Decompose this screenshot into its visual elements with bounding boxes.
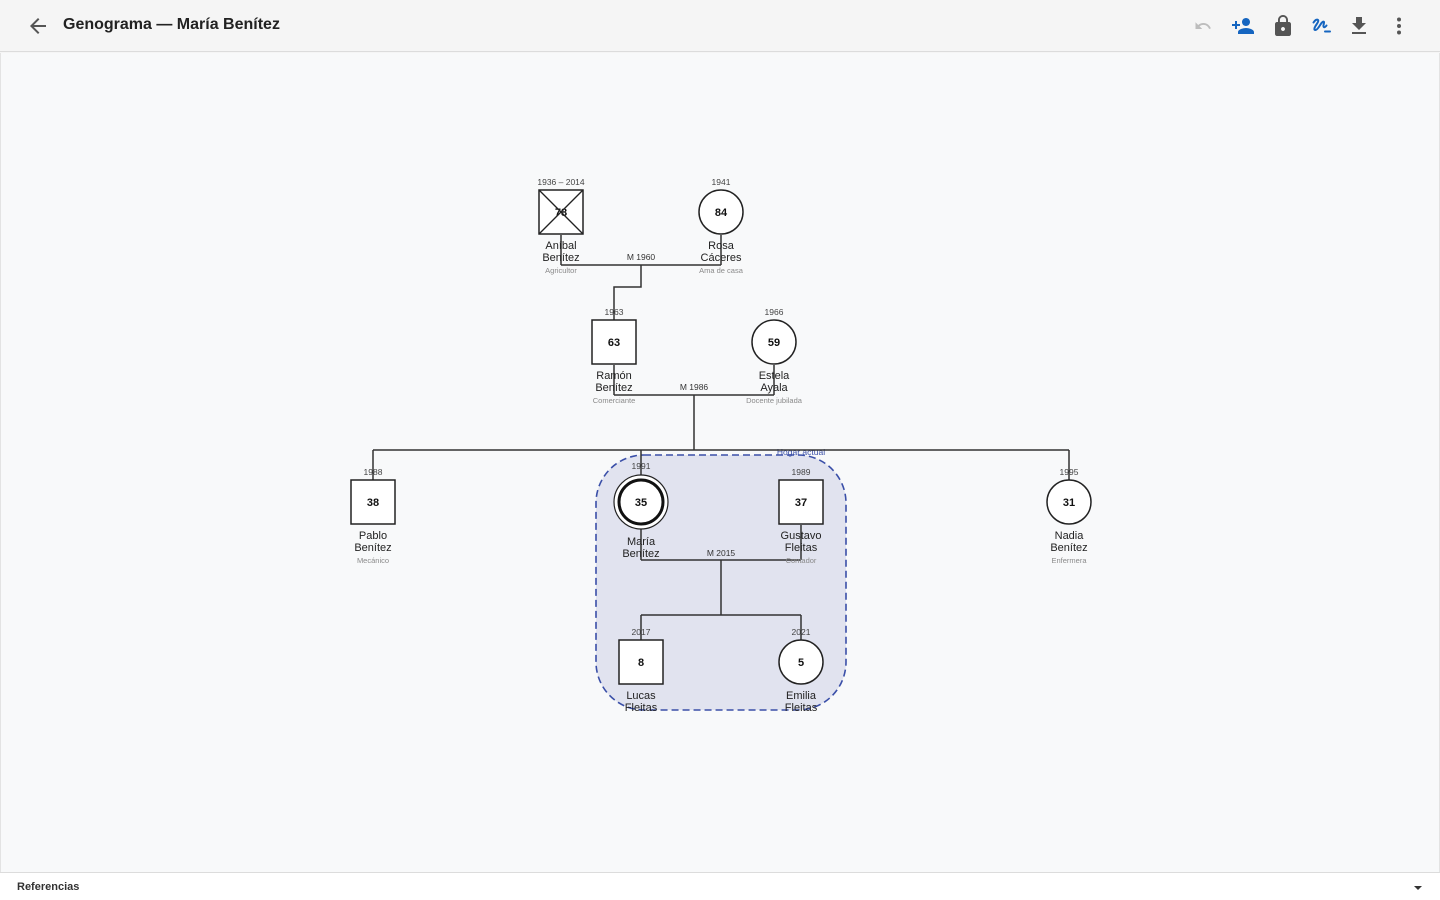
person-last-name: Fleitas xyxy=(785,542,818,554)
person-anibal[interactable]: 1936 – 2014 78 Aníbal Benítez Agricultor xyxy=(537,177,585,275)
occupation: Enfermera xyxy=(1051,556,1087,565)
legend-panel[interactable]: Referencias xyxy=(0,872,1440,900)
person-maria-index[interactable]: 1991 35 María Benítez xyxy=(613,461,669,560)
person-last-name: Ayala xyxy=(760,382,788,394)
occupation: Comerciante xyxy=(593,396,636,405)
person-first-name: Ramón xyxy=(596,370,631,382)
birth-years: 1966 xyxy=(765,307,784,317)
person-last-name: Benítez xyxy=(622,548,659,560)
lock-icon xyxy=(1275,15,1291,36)
add-person-icon xyxy=(1232,18,1254,34)
birth-years: 1988 xyxy=(364,467,383,477)
descent-line-ramon xyxy=(613,265,642,320)
person-first-name: Emilia xyxy=(786,690,817,702)
deceased-cross-icon xyxy=(538,189,584,235)
person-first-name: Lucas xyxy=(626,690,656,702)
genogram-canvas[interactable]: Hogar actual M 1960 M 1986 M 20 xyxy=(0,53,1440,872)
person-gustavo[interactable]: 1989 37 Gustavo Fleitas Contador xyxy=(778,467,824,565)
female-symbol xyxy=(617,478,665,526)
birth-years: 1936 – 2014 xyxy=(537,177,585,187)
person-first-name: Pablo xyxy=(359,530,387,542)
birth-years: 1995 xyxy=(1060,467,1079,477)
person-lucas[interactable]: 2017 8 Lucas Fleitas xyxy=(618,627,664,714)
app-header: Genograma — María Benítez xyxy=(0,0,1440,52)
occupation: Contador xyxy=(786,556,817,565)
person-first-name: María xyxy=(627,536,656,548)
person-rosa[interactable]: 1941 84 Rosa Cáceres Ama de casa xyxy=(698,177,744,275)
age: 35 xyxy=(635,497,647,509)
person-first-name: Gustavo xyxy=(781,530,822,542)
age: 84 xyxy=(715,207,728,219)
male-symbol xyxy=(778,479,824,525)
household-label: Hogar actual xyxy=(777,447,825,457)
more-vert-icon xyxy=(1397,17,1401,35)
female-symbol xyxy=(698,189,744,235)
more-options-button[interactable] xyxy=(1387,14,1411,38)
birth-years: 2017 xyxy=(632,627,651,637)
age: 8 xyxy=(638,657,644,669)
occupation: Mecánico xyxy=(357,556,389,565)
person-pablo[interactable]: 1988 38 Pablo Benítez Mecánico xyxy=(350,467,396,565)
download-icon xyxy=(1352,17,1366,34)
undo-button[interactable] xyxy=(1191,14,1215,38)
marriage-label: M 2015 xyxy=(707,548,736,558)
birth-years: 2021 xyxy=(792,627,811,637)
person-last-name: Cáceres xyxy=(701,252,742,264)
birth-years: 1989 xyxy=(792,467,811,477)
person-first-name: Nadia xyxy=(1055,530,1085,542)
age: 38 xyxy=(367,497,379,509)
age: 37 xyxy=(795,497,807,509)
add-person-button[interactable] xyxy=(1231,14,1255,38)
legend-title: Referencias xyxy=(17,881,80,893)
person-first-name: Rosa xyxy=(708,240,735,252)
birth-years: 1991 xyxy=(632,461,651,471)
back-button[interactable] xyxy=(26,14,50,38)
lock-button[interactable] xyxy=(1271,14,1295,38)
person-nadia[interactable]: 1995 31 Nadia Benítez Enfermera xyxy=(1046,467,1092,565)
male-symbol xyxy=(591,319,637,365)
occupation: Agricultor xyxy=(545,266,577,275)
male-symbol xyxy=(618,639,664,685)
person-emilia[interactable]: 2021 5 Emilia Fleitas xyxy=(778,627,824,714)
person-estela[interactable]: 1966 59 Estela Ayala Docente jubilada xyxy=(746,307,803,405)
legend-toggle-button[interactable] xyxy=(1410,881,1426,893)
person-last-name: Benítez xyxy=(595,382,632,394)
birth-years: 1941 xyxy=(712,177,731,187)
person-last-name: Benítez xyxy=(1050,542,1087,554)
female-symbol xyxy=(778,639,824,685)
age: 78 xyxy=(555,207,567,219)
person-last-name: Fleitas xyxy=(785,702,818,714)
male-symbol xyxy=(350,479,396,525)
person-last-name: Benítez xyxy=(542,252,579,264)
draw-relation-icon xyxy=(1312,18,1331,33)
marriage-label: M 1986 xyxy=(680,382,709,392)
person-first-name: Aníbal xyxy=(545,240,576,252)
female-symbol xyxy=(1046,479,1092,525)
person-last-name: Benítez xyxy=(354,542,391,554)
undo-icon xyxy=(1195,22,1211,29)
relationship-lines xyxy=(372,235,1070,640)
age: 63 xyxy=(608,337,620,349)
page-title: Genograma — María Benítez xyxy=(63,16,280,33)
occupation: Docente jubilada xyxy=(746,396,803,405)
genogram-diagram: Hogar actual M 1960 M 1986 M 20 xyxy=(350,177,1092,714)
person-first-name: Estela xyxy=(759,370,790,382)
occupation: Ama de casa xyxy=(699,266,744,275)
chevron-down-icon xyxy=(1414,886,1422,890)
person-last-name: Fleitas xyxy=(625,702,658,714)
female-symbol xyxy=(751,319,797,365)
age: 5 xyxy=(798,657,804,669)
age: 59 xyxy=(768,337,780,349)
download-button[interactable] xyxy=(1347,14,1371,38)
marriage-label: M 1960 xyxy=(627,252,656,262)
age: 31 xyxy=(1063,497,1075,509)
arrow-left-icon xyxy=(30,18,46,34)
birth-years: 1963 xyxy=(605,307,624,317)
draw-relation-button[interactable] xyxy=(1309,14,1333,38)
person-ramon[interactable]: 1963 63 Ramón Benítez Comerciante xyxy=(591,307,637,405)
